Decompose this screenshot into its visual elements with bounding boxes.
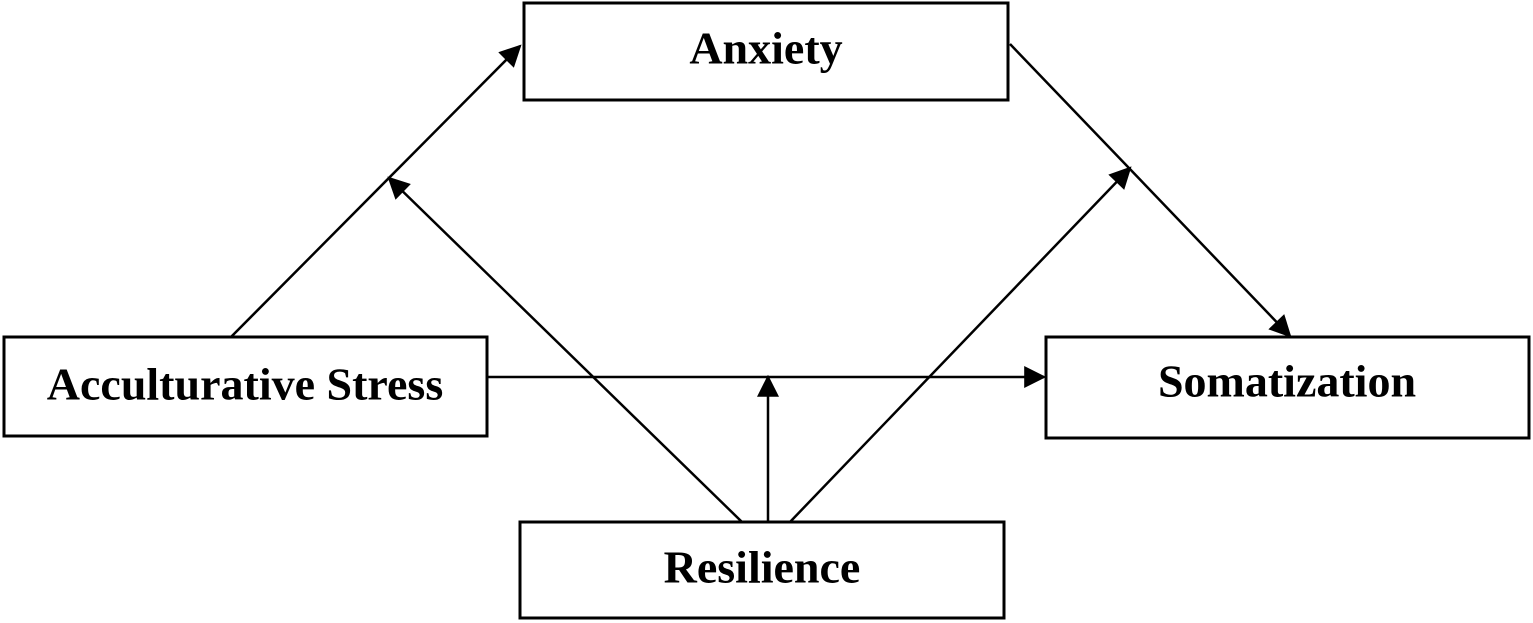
node-resilience-box	[518, 520, 1006, 620]
node-somatization-label: Somatization	[1158, 356, 1416, 407]
edges	[227, 43, 1292, 523]
node-anxiety-label: Anxiety	[689, 23, 842, 74]
node-acculturative-stress-box	[2, 335, 489, 438]
node-resilience: Resilience	[518, 520, 1006, 620]
node-resilience-label: Resilience	[664, 542, 861, 593]
edge-anxiety-to-somatization	[1009, 43, 1292, 338]
edge-resilience-moderates-b-path	[789, 166, 1132, 523]
node-acculturative-stress: Acculturative Stress	[2, 335, 489, 438]
node-anxiety: Anxiety	[522, 1, 1010, 102]
edge-resilience-moderates-a-path	[387, 176, 743, 523]
node-acculturative-stress-label: Acculturative Stress	[47, 359, 443, 410]
node-anxiety-box	[522, 1, 1010, 102]
node-somatization-box	[1044, 335, 1531, 440]
node-somatization: Somatization	[1044, 335, 1531, 440]
edge-acculturative-stress-to-anxiety	[227, 44, 522, 341]
